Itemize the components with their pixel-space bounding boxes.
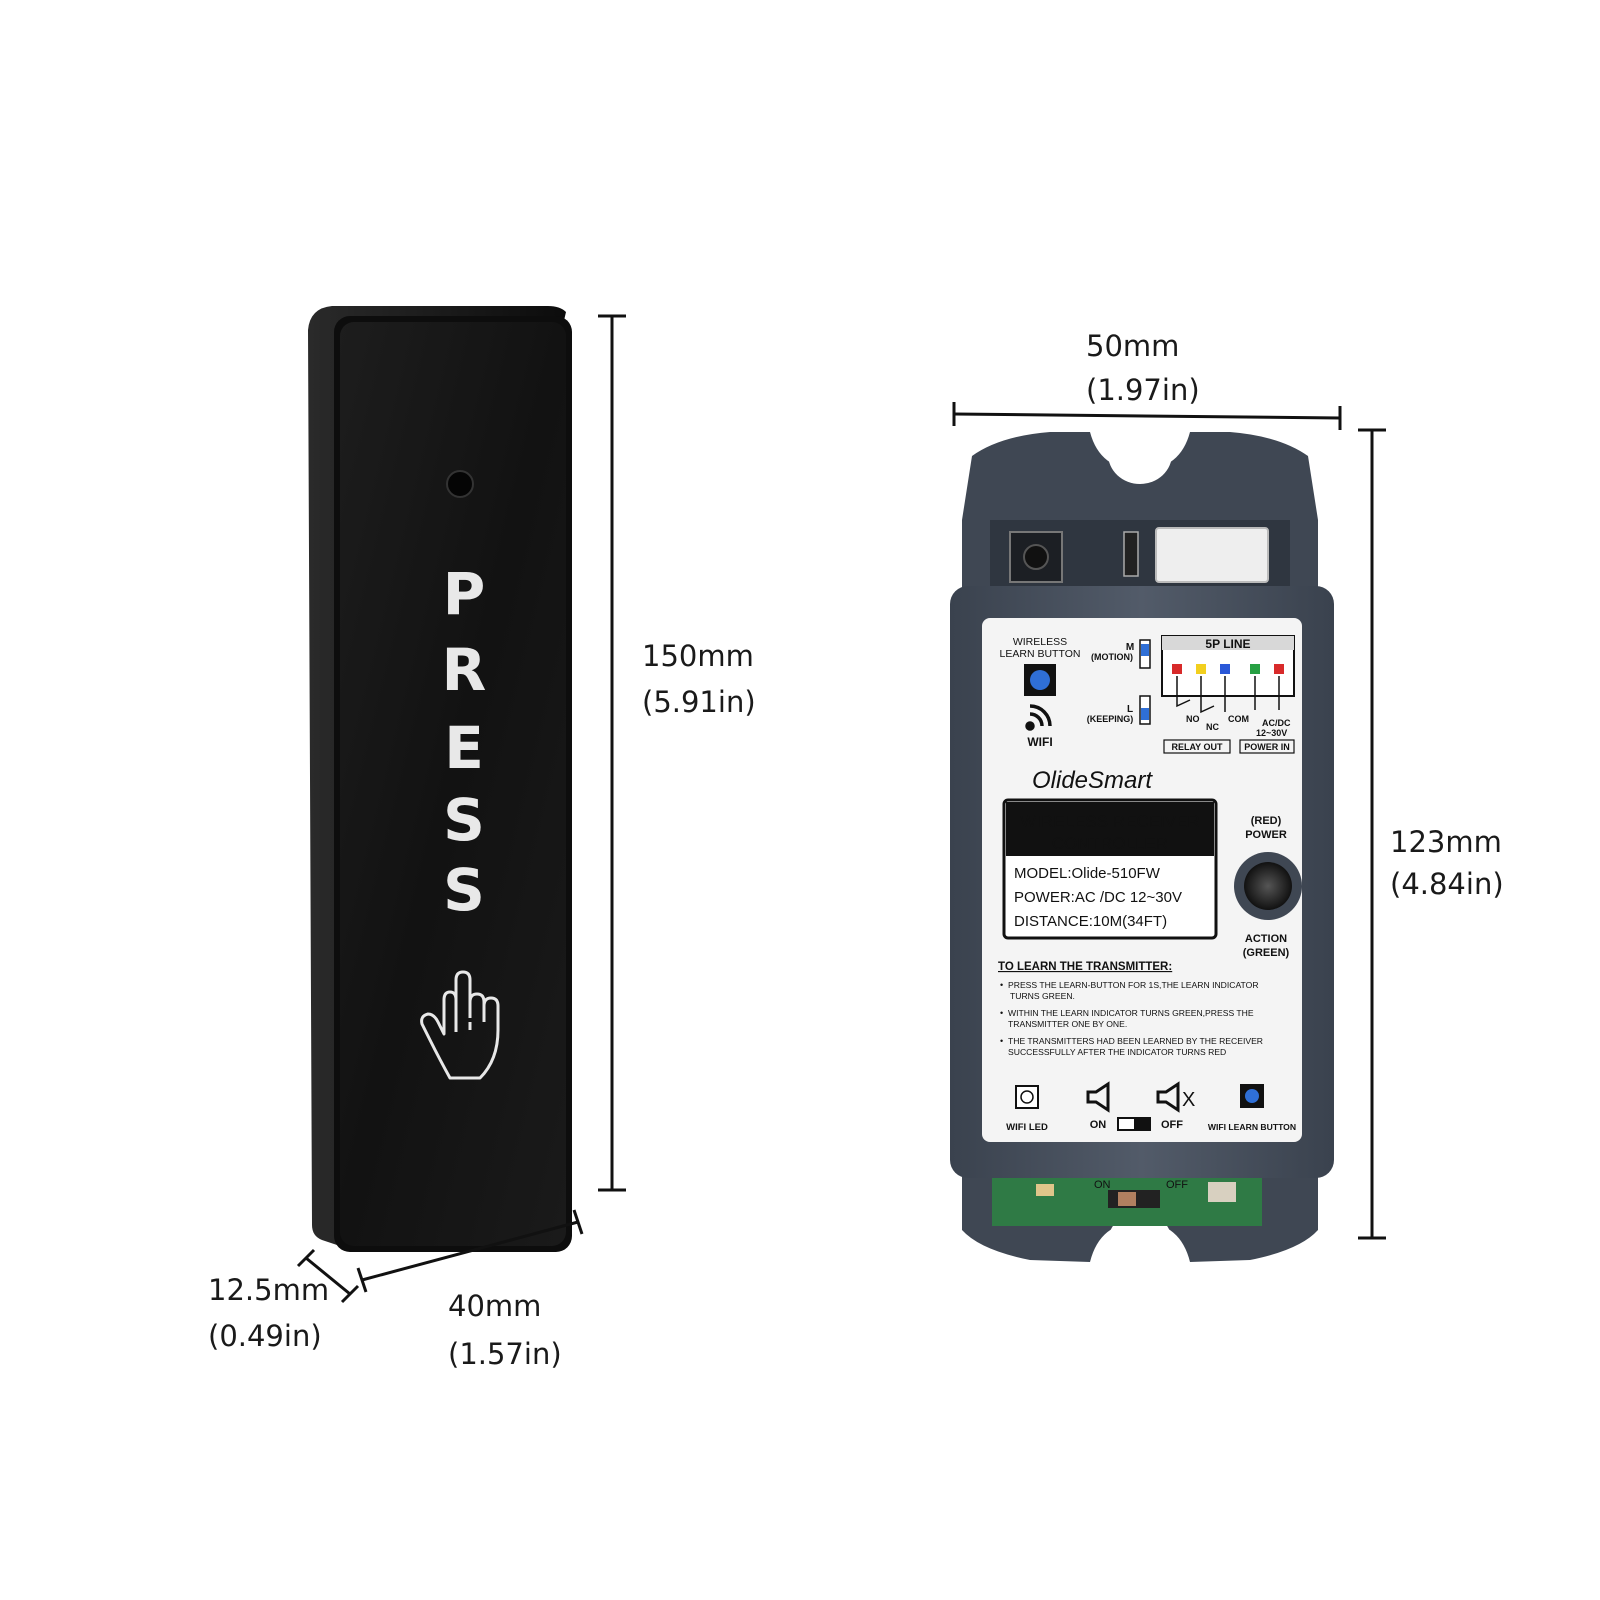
step3-line1: THE TRANSMITTERS HAD BEEN LEARNED BY THE… xyxy=(1008,1036,1263,1046)
power-indicator-label: POWER xyxy=(1245,829,1287,841)
button-face xyxy=(340,322,566,1246)
status-led-icon xyxy=(1244,862,1292,910)
mode-motion-label: (MOTION) xyxy=(1091,652,1133,662)
press-letter: E xyxy=(444,714,484,782)
top-mount-hole-icon xyxy=(1108,424,1172,484)
button-depth-mm: 12.5mm xyxy=(208,1273,329,1307)
button-width-mm: 40mm xyxy=(448,1289,541,1323)
pcb-button-icon xyxy=(1208,1182,1236,1202)
relay-wiring-icon xyxy=(1176,676,1280,714)
speaker-off-icon xyxy=(1156,1081,1180,1113)
terminal-voltage: 12~30V xyxy=(1256,728,1287,738)
five-pin-connector-icon xyxy=(1155,527,1269,583)
step-bullet-icon: • xyxy=(1000,980,1003,990)
mute-x-mark: X xyxy=(1182,1089,1195,1111)
mode-m-label: M xyxy=(1126,642,1134,653)
wireless-learn-label-2: LEARN BUTTON xyxy=(1000,648,1081,660)
press-letters: P R E S S xyxy=(442,560,487,924)
mode-l-switch-knob-icon xyxy=(1141,708,1149,720)
distance-text: DISTANCE:10M(34FT) xyxy=(1014,913,1167,930)
step3-line2: SUCCESSFULLY AFTER THE INDICATOR TURNS R… xyxy=(1008,1047,1226,1057)
wire-red-icon xyxy=(1172,664,1182,674)
press-letter: S xyxy=(443,856,485,924)
wireless-learn-button-cap-icon xyxy=(1030,670,1050,690)
step1-line2: TURNS GREEN. xyxy=(1010,991,1075,1001)
terminal-no: NO xyxy=(1186,714,1200,724)
wifi-label: WIFI xyxy=(1027,735,1052,749)
five-pin-line-header xyxy=(1162,636,1294,650)
relay-out-label: RELAY OUT xyxy=(1171,742,1223,752)
mode-m-switch-knob-icon xyxy=(1141,644,1149,656)
power-in-box xyxy=(1239,739,1295,754)
indicator-hole-icon xyxy=(446,470,474,498)
step1-line1: PRESS THE LEARN-BUTTON FOR 1S,THE LEARN … xyxy=(1008,980,1259,990)
step2-line2: TRANSMITTER ONE BY ONE. xyxy=(1008,1019,1127,1029)
pcb-off-label: OFF xyxy=(1166,1179,1188,1191)
step-bullet-icon: • xyxy=(1000,1008,1003,1018)
model-title-bg xyxy=(1006,802,1214,856)
mode-slide-switch-icon xyxy=(1123,531,1139,577)
pcb-switch-knob-icon xyxy=(1118,1192,1136,1206)
step2-line1: WITHIN THE LEARN INDICATOR TURNS GREEN,P… xyxy=(1008,1008,1254,1018)
button-width-in: (1.57in) xyxy=(448,1337,562,1371)
push-button-device: P R E S S xyxy=(308,306,572,1252)
receiver-title-1: WIRELESS RECEIVER xyxy=(1020,812,1200,831)
wifi-learn-button-cap-icon xyxy=(1245,1089,1259,1103)
wifi-learn-button-label: WIFI LEARN BUTTON xyxy=(1208,1122,1296,1132)
brand-logo: OlideSmart xyxy=(1032,767,1153,794)
receiver-width-dimension xyxy=(952,402,1342,430)
receiver-height-mm: 123mm xyxy=(1390,825,1502,859)
receiver-device: ON OFF WIRELESS LEARN BUTTON WIFI M (MOT… xyxy=(950,424,1334,1272)
wire-yellow-icon xyxy=(1196,664,1206,674)
mode-keeping-label: (KEEPING) xyxy=(1087,714,1134,724)
speaker-on-icon xyxy=(1086,1081,1110,1113)
receiver-height-in: (4.84in) xyxy=(1390,867,1504,901)
press-letter: P xyxy=(443,560,486,628)
hand-press-icon xyxy=(420,970,500,1080)
receiver-title-2: CONTROLLER xyxy=(1052,834,1168,853)
power-text: POWER:AC /DC 12~30V xyxy=(1014,889,1182,906)
button-height-dimension xyxy=(598,314,626,1192)
press-letter: S xyxy=(443,786,485,854)
green-label: (GREEN) xyxy=(1243,947,1290,959)
wifi-led-lens-icon xyxy=(1020,1090,1034,1104)
model-text: MODEL:Olide-510FW xyxy=(1014,865,1161,882)
relay-out-box xyxy=(1163,739,1231,754)
button-depth-dimension xyxy=(296,1248,360,1304)
terminal-com: COM xyxy=(1228,714,1249,724)
sound-switch-knob-icon xyxy=(1134,1119,1149,1129)
button-height-in: (5.91in) xyxy=(642,685,756,719)
button-depth-in: (0.49in) xyxy=(208,1319,322,1353)
receiver-height-dimension xyxy=(1358,428,1386,1240)
pcb-on-label: ON xyxy=(1094,1179,1111,1191)
wifi-led-label: WIFI LED xyxy=(1006,1122,1048,1133)
off-label: OFF xyxy=(1161,1119,1183,1131)
wifi-signal-icon xyxy=(1025,704,1052,731)
wire-blue-icon xyxy=(1220,664,1230,674)
step-bullet-icon: • xyxy=(1000,1036,1003,1046)
mode-l-label: L xyxy=(1127,704,1133,715)
tact-switch-cap-icon xyxy=(1023,544,1049,570)
red-label: (RED) xyxy=(1251,815,1282,827)
power-in-label: POWER IN xyxy=(1244,742,1290,752)
wireless-learn-label-1: WIRELESS xyxy=(1013,636,1067,648)
button-height-mm: 150mm xyxy=(642,639,754,673)
receiver-width-mm: 50mm xyxy=(1086,329,1179,363)
terminal-acdc: AC/DC xyxy=(1262,718,1291,728)
wire-green-icon xyxy=(1250,664,1260,674)
wifi-led-icon xyxy=(1015,1085,1039,1109)
button-width-dimension xyxy=(356,1209,584,1293)
learn-title: TO LEARN THE TRANSMITTER: xyxy=(998,961,1172,973)
receiver-width-in: (1.97in) xyxy=(1086,373,1200,407)
wire-red-2-icon xyxy=(1274,664,1284,674)
pcb-led-icon xyxy=(1036,1184,1054,1196)
press-letter: R xyxy=(442,636,487,704)
action-label: ACTION xyxy=(1245,933,1287,945)
five-pin-line-title: 5P LINE xyxy=(1205,637,1250,651)
terminal-nc: NC xyxy=(1206,722,1219,732)
on-label: ON xyxy=(1090,1119,1107,1131)
bottom-mount-hole-icon xyxy=(1108,1212,1172,1272)
